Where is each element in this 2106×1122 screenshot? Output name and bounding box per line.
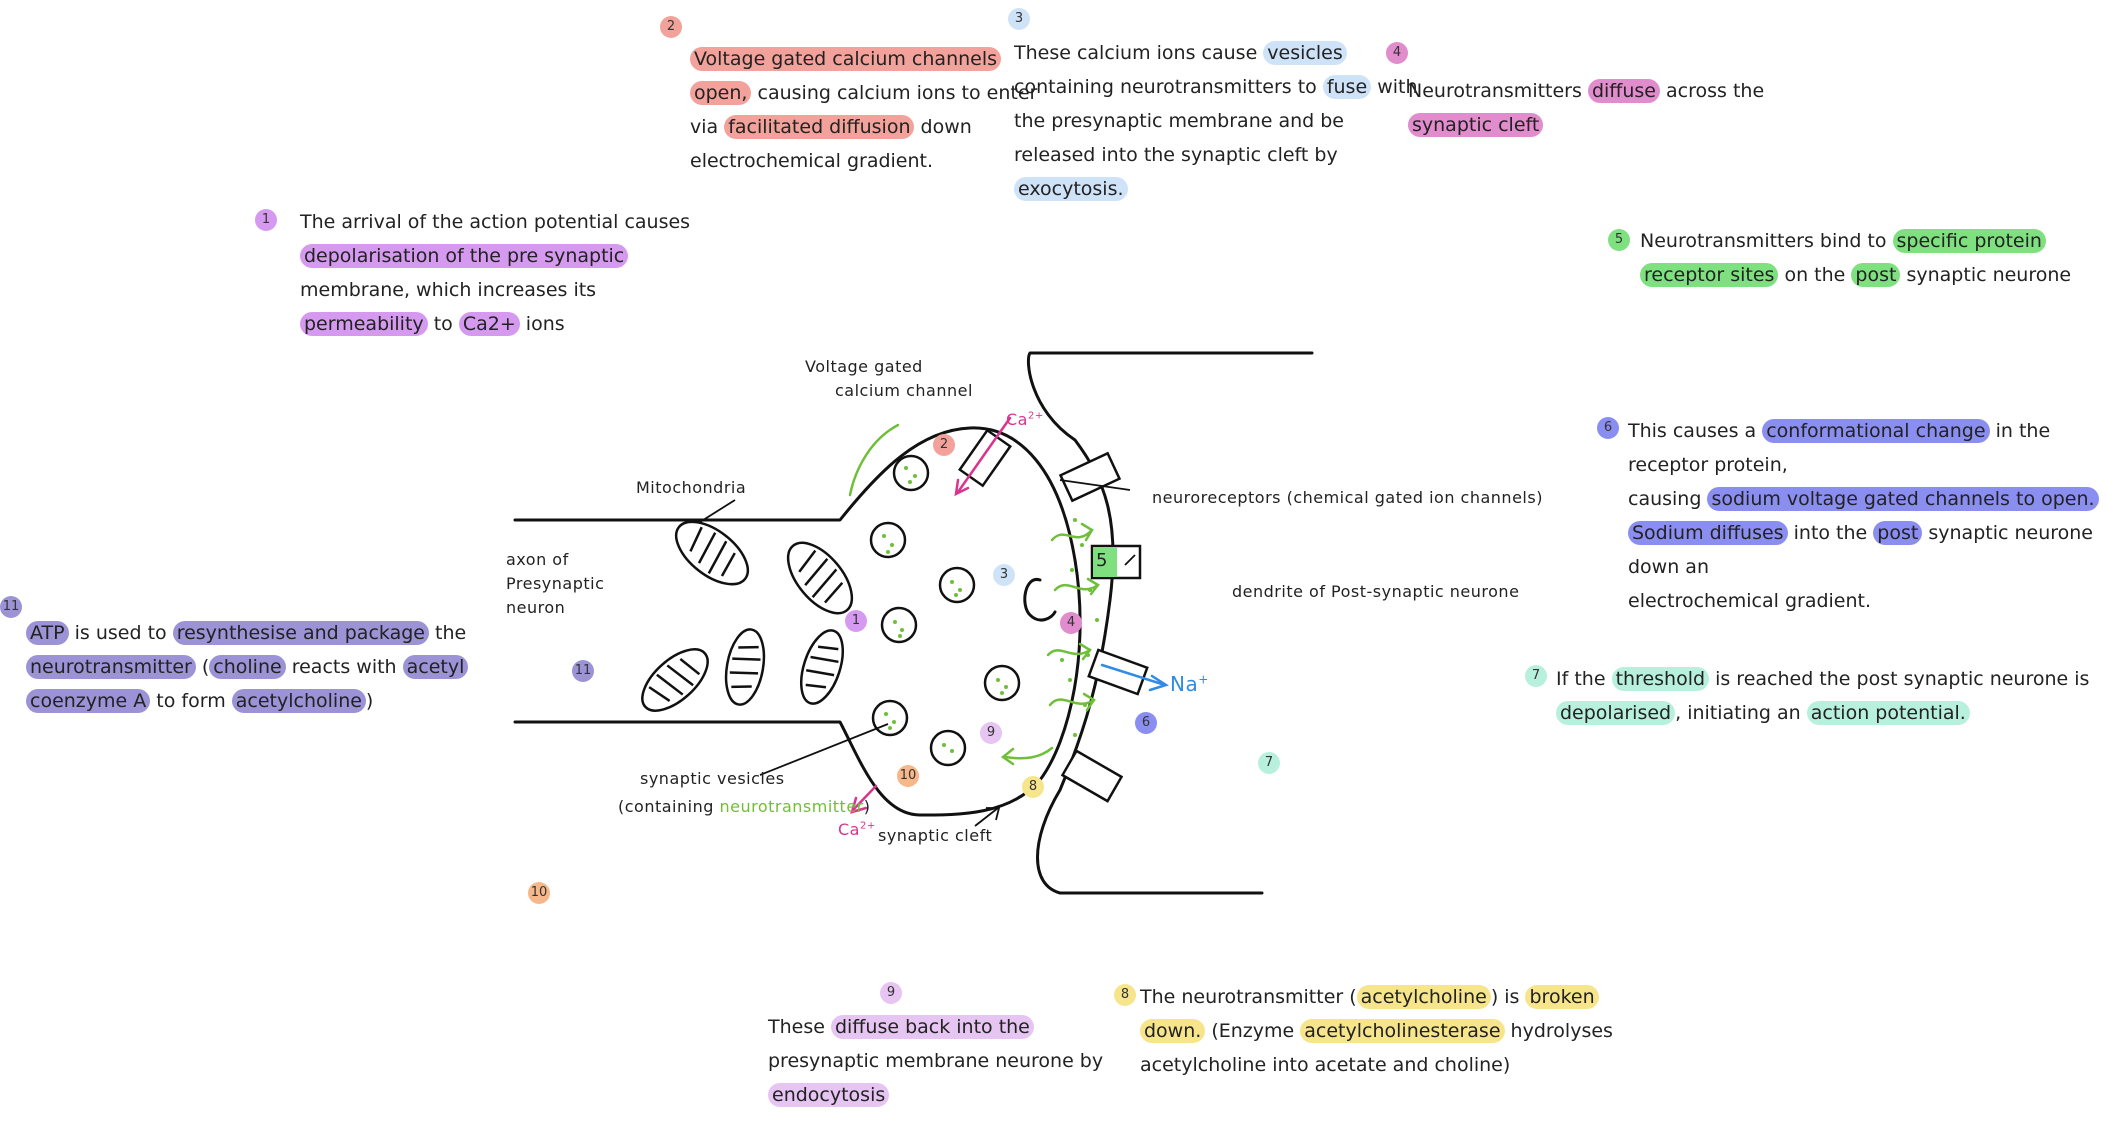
step-2-note: Voltage gated calcium channels open, cau… — [690, 47, 1038, 172]
sodium-arrow — [1100, 663, 1169, 692]
step-1-note: The arrival of the action potential caus… — [300, 211, 691, 336]
pointer-lines — [699, 479, 1136, 827]
diagram-badge-6: 6 — [1135, 712, 1157, 734]
step-5-badge: 5 — [1608, 229, 1630, 251]
postsynaptic-membrane — [1026, 351, 1314, 895]
step-9-note: These diffuse back into the presynaptic … — [768, 1015, 1104, 1107]
step-4-note: Neurotransmitters diffuse across the syn… — [1408, 79, 1765, 137]
synaptic-vesicles — [869, 454, 1021, 767]
diffusion-arrows — [848, 423, 1100, 766]
step-5-note: Neurotransmitters bind to specific prote… — [1640, 229, 2072, 287]
step-7-badge: 7 — [1525, 665, 1547, 687]
step-6-note: This causes a conformational change in t… — [1628, 414, 2106, 618]
synaptic-cleft-label: synaptic cleft — [878, 826, 993, 845]
receptor-5-number: 5 — [1096, 550, 1108, 571]
step-4-badge: 4 — [1386, 42, 1408, 64]
step-6-badge: 6 — [1597, 417, 1619, 439]
step-7-note: If the threshold is reached the post syn… — [1556, 667, 2090, 725]
neurotransmitter-dots — [882, 466, 1099, 753]
sodium-label: Na+ — [1170, 672, 1209, 696]
presynaptic-membrane — [513, 426, 1082, 817]
diagram-badge-10: 10 — [897, 765, 919, 787]
step-11-badge: 11 — [0, 596, 22, 618]
diagram-badge-11: 11 — [572, 660, 594, 682]
diagram-badge-8: 8 — [1022, 776, 1044, 798]
step-1-badge: 1 — [255, 209, 277, 231]
step-8-badge: 8 — [1114, 984, 1136, 1006]
diagram-badge-9: 9 — [980, 722, 1002, 744]
diagram-badge-1: 1 — [845, 610, 867, 632]
calcium-top-label: Ca2+ — [1006, 410, 1044, 429]
neuroreceptors-label: neuroreceptors (chemical gated ion chann… — [1152, 488, 1543, 507]
diagram-badge-3: 3 — [993, 564, 1015, 586]
axon-label: axon of Presynaptic neuron — [506, 550, 605, 617]
calcium-bottom-label: Ca2+ — [838, 820, 876, 839]
diagram-badge-4: 4 — [1060, 612, 1082, 634]
step-8-note: The neurotransmitter (acetylcholine) is … — [1140, 985, 1613, 1076]
diagram-badge-10-left: 10 — [528, 882, 550, 904]
step-2-badge: 2 — [660, 16, 682, 38]
dendrite-label: dendrite of Post-synaptic neurone — [1232, 582, 1520, 601]
mitochondria-label: Mitochondria — [636, 478, 747, 497]
step-9-badge: 9 — [880, 982, 902, 1004]
receptor-5-highlight — [1093, 547, 1117, 577]
calcium-arrows — [850, 416, 1012, 814]
diagram-badge-2: 2 — [933, 434, 955, 456]
fusing-vesicle — [1023, 578, 1057, 622]
step-3-badge: 3 — [1008, 8, 1030, 30]
step-11-note: ATP is used to resynthesise and package … — [26, 616, 469, 718]
mitochondria — [641, 520, 854, 712]
step-3-note: These calcium ions cause vesicles contai… — [1014, 41, 1418, 201]
diagram-badge-7: 7 — [1258, 752, 1280, 774]
vesicles-label: synaptic vesicles (containing neurotrans… — [618, 769, 871, 816]
voltage-gated-label: Voltage gated calcium channel — [805, 357, 973, 400]
